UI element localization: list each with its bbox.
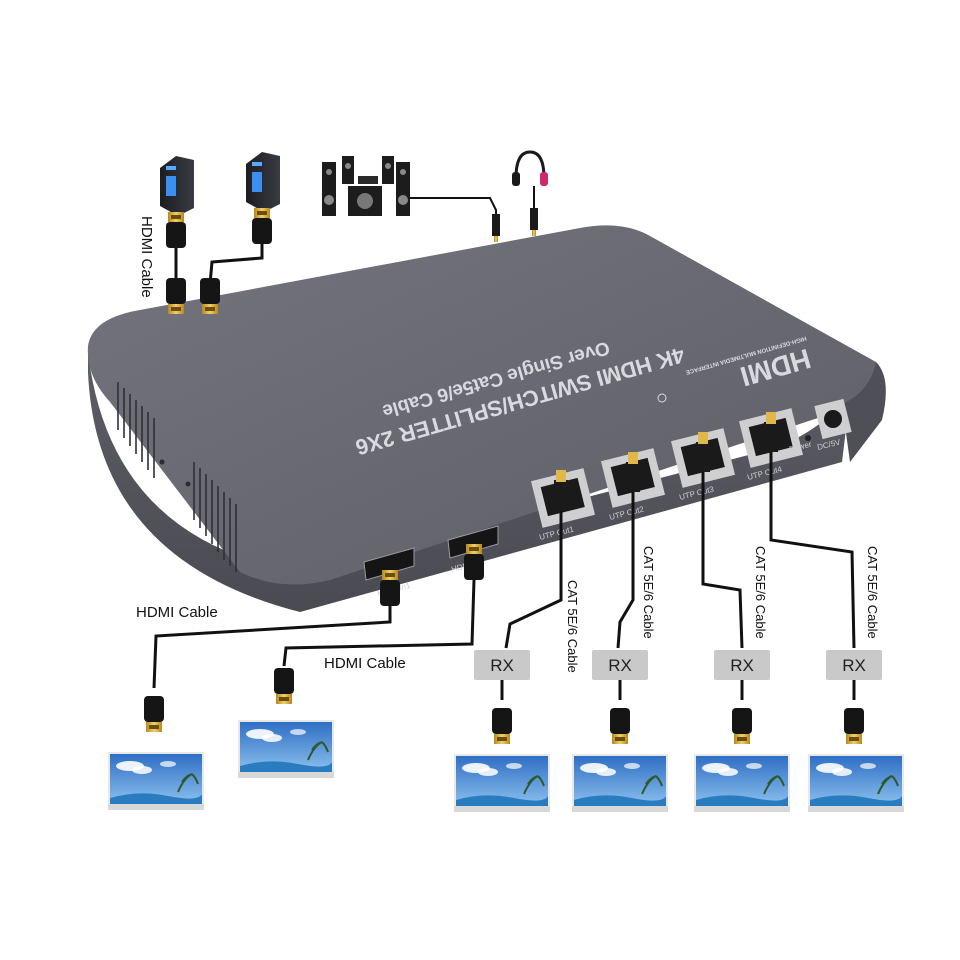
tv-icon: [693, 753, 791, 813]
cat-cable-2: [616, 452, 640, 649]
headphones-icon: [512, 150, 548, 186]
rx-receiver-2: RX: [592, 650, 648, 680]
switch-splitter-device: HDMI HIGH-DEFINITION MULTIMEDIA INTERFAC…: [87, 225, 886, 612]
pc-tower-icon: [246, 152, 280, 212]
audio-cable-speakers: [410, 197, 500, 242]
tv-icon: [237, 719, 335, 779]
tv-icon: [571, 753, 669, 813]
cat-cable-label-3: CAT 5E/6 Cable: [753, 546, 768, 639]
rx-label-4: RX: [842, 656, 866, 675]
hdmi-cable-label-top: HDMI Cable: [138, 216, 155, 298]
tv-icon: [107, 751, 205, 811]
hdmi-cable-rx-1: [492, 680, 512, 744]
cat-cable-label-1: CAT 5E/6 Cable: [565, 580, 580, 673]
hdmi-cable-source-2: [200, 208, 272, 314]
hdmi-cable-rx-2: [610, 680, 630, 744]
cat-cable-1: [504, 470, 568, 649]
rx-label-1: RX: [490, 656, 514, 675]
tv-icon: [807, 753, 905, 813]
hdmi-cable-label-mid: HDMI Cable: [324, 655, 406, 672]
rx-receiver-4: RX: [826, 650, 882, 680]
speaker-system-icon: [322, 156, 410, 216]
vent-grille-right: [193, 462, 237, 572]
rx-receiver-3: RX: [714, 650, 770, 680]
rx-label-2: RX: [608, 656, 632, 675]
tv-icon: [453, 753, 551, 813]
hdmi-cable-source-1: [166, 212, 186, 314]
rx-label-3: RX: [730, 656, 754, 675]
hdmi-cable-rx-3: [732, 680, 752, 744]
cat-cable-label-2: CAT 5E/6 Cable: [641, 546, 656, 639]
hdmi-cable-output-2: [274, 544, 484, 704]
hdmi-cable-label-left: HDMI Cable: [136, 604, 218, 621]
hdmi-cable-rx-4: [844, 680, 864, 744]
pc-tower-icon: [160, 156, 194, 216]
hdmi-cable-output-1: [144, 570, 400, 732]
cat-cable-label-4: CAT 5E/6 Cable: [865, 546, 880, 639]
vent-grille-left: [117, 382, 155, 478]
audio-cable-headphones: [530, 186, 538, 236]
cat-cable-4: [764, 412, 856, 649]
rx-receiver-1: RX: [474, 650, 530, 680]
cat-cable-3: [696, 432, 744, 649]
